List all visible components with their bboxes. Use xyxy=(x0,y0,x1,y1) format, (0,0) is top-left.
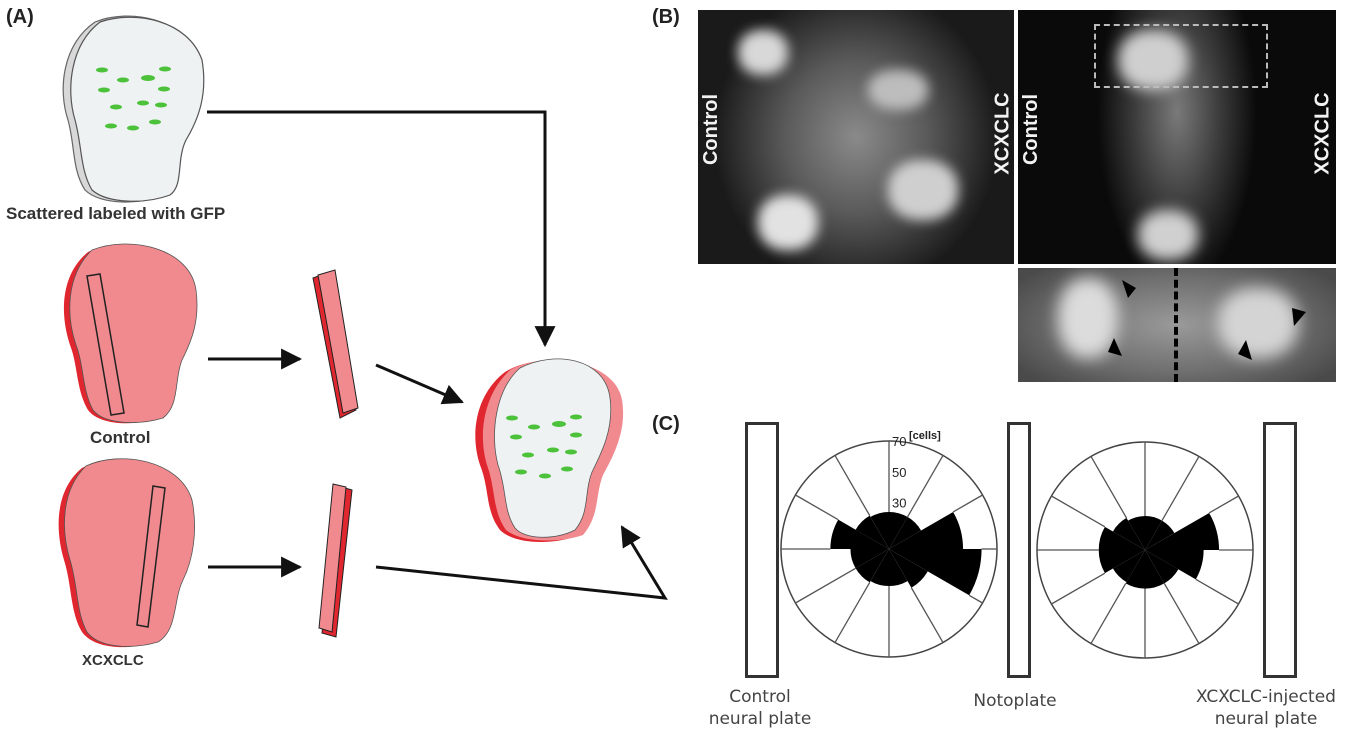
rose-spoke xyxy=(1051,495,1106,528)
micrograph-left: Control XCXCLC xyxy=(698,10,1014,264)
rose-sector xyxy=(1145,516,1162,550)
rose-sector xyxy=(830,519,889,549)
rose-spoke xyxy=(910,587,944,643)
control-neural-plate-caption: Control neural plate xyxy=(700,686,820,730)
arrowhead-icon xyxy=(1238,340,1252,360)
xcxclc-neural-plate-caption: XCXCLC-injected neural plate xyxy=(1176,686,1356,730)
control-neural-plate-box xyxy=(745,422,779,678)
rose-spoke xyxy=(968,594,983,604)
control-to-host-arrow xyxy=(375,363,464,405)
xcxclc-embryo xyxy=(58,458,195,648)
donor-embryo xyxy=(62,15,205,203)
panel-b-label: (B) xyxy=(652,6,680,28)
gfp-cells xyxy=(96,66,171,131)
control-caption: Control xyxy=(90,428,151,447)
rose-tick-label: 30 xyxy=(892,496,906,511)
notoplate-caption: Notoplate xyxy=(973,691,1057,711)
rose-spoke xyxy=(1195,578,1239,605)
panel-a-label: (A) xyxy=(6,6,34,28)
rose-sector xyxy=(870,549,889,587)
xcxclc-caption: XCXCLC xyxy=(82,652,144,669)
inset-arrowheads xyxy=(1108,280,1306,360)
rose-spoke xyxy=(1208,495,1239,514)
rose-spoke xyxy=(1163,583,1200,644)
control-explant xyxy=(312,269,359,419)
rose-sector xyxy=(850,549,889,569)
rose-sector xyxy=(1098,526,1145,550)
rose-sector xyxy=(889,549,982,596)
xcxclc-neural-plate-box xyxy=(1263,422,1297,678)
rose-spoke xyxy=(1090,456,1128,519)
control-caption-line2: neural plate xyxy=(708,709,812,729)
donor-caption: Scattered labeled with GFP xyxy=(6,204,226,223)
control-caption-line1: Control xyxy=(729,687,791,707)
rose-sector xyxy=(855,515,889,549)
control-embryo xyxy=(63,243,198,424)
xcxclc-caption-line1: XCXCLC-injected xyxy=(1196,687,1336,707)
micrograph-right: Control XCXCLC xyxy=(1018,10,1336,264)
rose-sector xyxy=(889,511,908,549)
rose-sector xyxy=(1145,550,1204,580)
inset-region-box xyxy=(1094,24,1268,88)
rose-spoke xyxy=(1051,572,1106,605)
host-gfp-cells xyxy=(506,414,582,479)
panel-c-label: (C) xyxy=(652,413,680,435)
xcxclc-to-host-arrow xyxy=(375,525,668,600)
micrograph-inset xyxy=(1018,268,1336,382)
arrowhead-icon xyxy=(1108,338,1122,356)
rose-sector xyxy=(1112,550,1145,583)
donor-to-host-arrow xyxy=(207,110,556,348)
rose-sector xyxy=(889,549,908,587)
rose-sector xyxy=(889,516,922,549)
rose-sector xyxy=(1098,550,1145,574)
rose-sector xyxy=(1145,550,1179,584)
host-embryo xyxy=(475,358,624,542)
midline-dashed-line xyxy=(1174,268,1178,382)
rose-sector xyxy=(855,549,889,583)
rose-sector xyxy=(1128,516,1145,550)
rose-sector xyxy=(1145,520,1175,550)
rose-unit-label: [cells] xyxy=(909,430,941,442)
rose-spoke xyxy=(834,455,871,516)
rose-sector xyxy=(1112,517,1145,550)
notoplate-box xyxy=(1007,422,1031,678)
rose-spoke xyxy=(1161,456,1200,521)
arrowhead-icon xyxy=(1122,280,1136,298)
rose-sector xyxy=(1125,550,1145,589)
rose-spoke xyxy=(795,494,839,521)
rose-spoke xyxy=(834,582,871,643)
xcxclc-caption-line2: neural plate xyxy=(1214,709,1318,729)
rose-tick-label: 50 xyxy=(892,465,906,480)
rose-sector xyxy=(1145,512,1220,550)
rose-spoke xyxy=(906,455,944,518)
rose-spoke xyxy=(795,567,856,604)
rose-sector xyxy=(889,549,928,588)
rose-spoke xyxy=(952,494,983,513)
rose-spoke xyxy=(1090,583,1127,644)
rose-tick-label: 70 xyxy=(892,434,906,449)
rose-sector xyxy=(1145,550,1165,589)
arrowhead-icon xyxy=(1292,308,1306,326)
rose-sector xyxy=(870,511,889,549)
xcxclc-explant xyxy=(318,483,353,638)
rose-sector xyxy=(889,511,964,549)
